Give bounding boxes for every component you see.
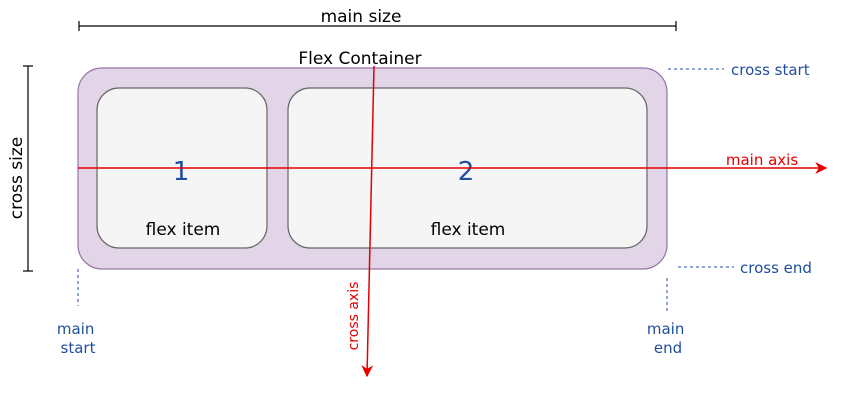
flex-item-2-label: flex item bbox=[431, 220, 506, 240]
cross-end-label: cross end bbox=[740, 259, 812, 277]
main-start-marker: main start bbox=[57, 269, 99, 357]
cross-axis: cross axis bbox=[346, 65, 375, 378]
cross-axis-label: cross axis bbox=[346, 282, 362, 351]
main-start-line-1: main bbox=[57, 320, 94, 338]
main-size-label: main size bbox=[321, 7, 402, 27]
main-end-line-2: end bbox=[654, 339, 682, 357]
cross-start-label: cross start bbox=[731, 61, 810, 79]
flex-item-1-number: 1 bbox=[173, 157, 190, 187]
main-end-line-1: main bbox=[647, 320, 684, 338]
main-axis-label: main axis bbox=[726, 151, 798, 169]
cross-end-marker: cross end bbox=[678, 259, 812, 277]
flex-item-1-label: flex item bbox=[146, 220, 221, 240]
main-axis: main axis bbox=[78, 151, 828, 174]
cross-size-label: cross size bbox=[7, 137, 27, 219]
flex-container-label: Flex Container bbox=[298, 49, 421, 69]
main-start-label: main start bbox=[57, 320, 99, 357]
main-end-label: main end bbox=[647, 320, 689, 357]
main-start-line-2: start bbox=[61, 339, 96, 357]
flex-item-2-number: 2 bbox=[458, 157, 475, 187]
cross-start-marker: cross start bbox=[668, 61, 810, 79]
main-end-marker: main end bbox=[647, 278, 689, 357]
main-size-dimension: main size bbox=[78, 7, 677, 31]
cross-size-dimension: cross size bbox=[7, 65, 33, 272]
